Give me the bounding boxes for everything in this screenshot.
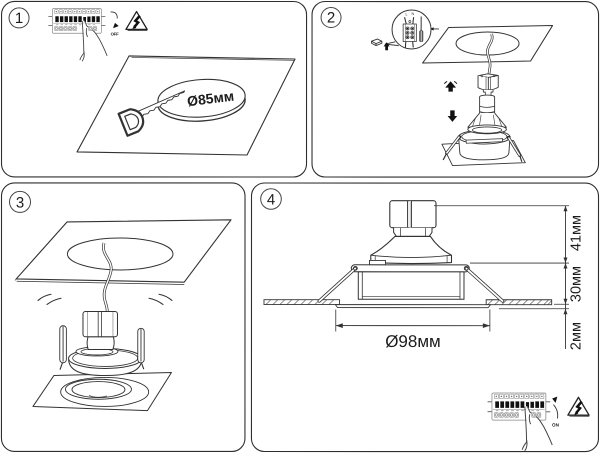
svg-text:L: L — [406, 13, 408, 17]
svg-text:41мм: 41мм — [568, 215, 584, 251]
svg-text:2мм: 2мм — [568, 322, 584, 350]
svg-text:Ø98мм: Ø98мм — [385, 332, 441, 351]
svg-text:3: 3 — [16, 194, 24, 211]
svg-text:OFF: OFF — [111, 31, 120, 36]
svg-text:4: 4 — [267, 191, 275, 208]
svg-text:1: 1 — [15, 10, 23, 27]
svg-text:N: N — [412, 12, 415, 16]
svg-text:2: 2 — [327, 10, 335, 27]
svg-text:Ø85мм: Ø85мм — [186, 88, 235, 110]
svg-text:ON: ON — [552, 423, 560, 428]
svg-text:30мм: 30мм — [568, 266, 584, 302]
